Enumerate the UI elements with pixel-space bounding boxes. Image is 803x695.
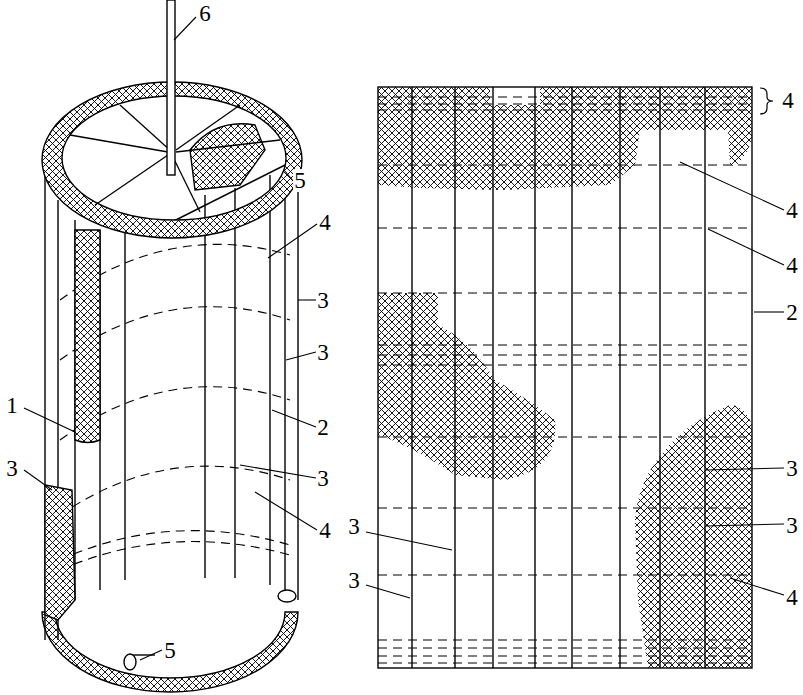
callout-number: 1 xyxy=(5,394,19,417)
callout-number: 4 xyxy=(318,519,332,542)
vertical-bars xyxy=(412,87,705,668)
cylinder-screen xyxy=(42,0,302,692)
inner-strip xyxy=(75,230,100,443)
callout-number: 3 xyxy=(5,457,19,480)
callout-number: 3 xyxy=(785,514,799,537)
callout-number: 3 xyxy=(316,289,330,312)
panel-outline xyxy=(378,87,752,668)
brace xyxy=(760,88,773,114)
top-patch xyxy=(190,124,265,190)
callout-number: 3 xyxy=(785,457,799,480)
callout-number: 6 xyxy=(198,2,212,25)
lower-patch xyxy=(45,485,75,620)
callout-number: 4 xyxy=(781,89,795,112)
left-fouling xyxy=(378,293,555,480)
callout-number: 4 xyxy=(785,199,799,222)
callout-number: 5 xyxy=(163,639,177,662)
unrolled-screen xyxy=(378,87,773,668)
dashed-hoops xyxy=(378,97,752,663)
top-fouling xyxy=(378,87,752,190)
bottom-rim xyxy=(42,612,298,692)
callout-number: 3 xyxy=(347,515,361,538)
callout-number: 3 xyxy=(347,569,361,592)
callout-number: 4 xyxy=(318,211,332,234)
callout-number: 5 xyxy=(293,169,307,192)
callout-number: 4 xyxy=(785,586,799,609)
callout-number: 3 xyxy=(316,467,330,490)
shaft xyxy=(167,0,175,175)
callout-number: 2 xyxy=(316,416,330,439)
callout-number: 4 xyxy=(785,254,799,277)
pipes xyxy=(124,590,296,670)
right-fouling xyxy=(635,405,752,668)
callout-number: 3 xyxy=(316,341,330,364)
leader-lines xyxy=(24,17,784,660)
callout-number: 2 xyxy=(785,301,799,324)
